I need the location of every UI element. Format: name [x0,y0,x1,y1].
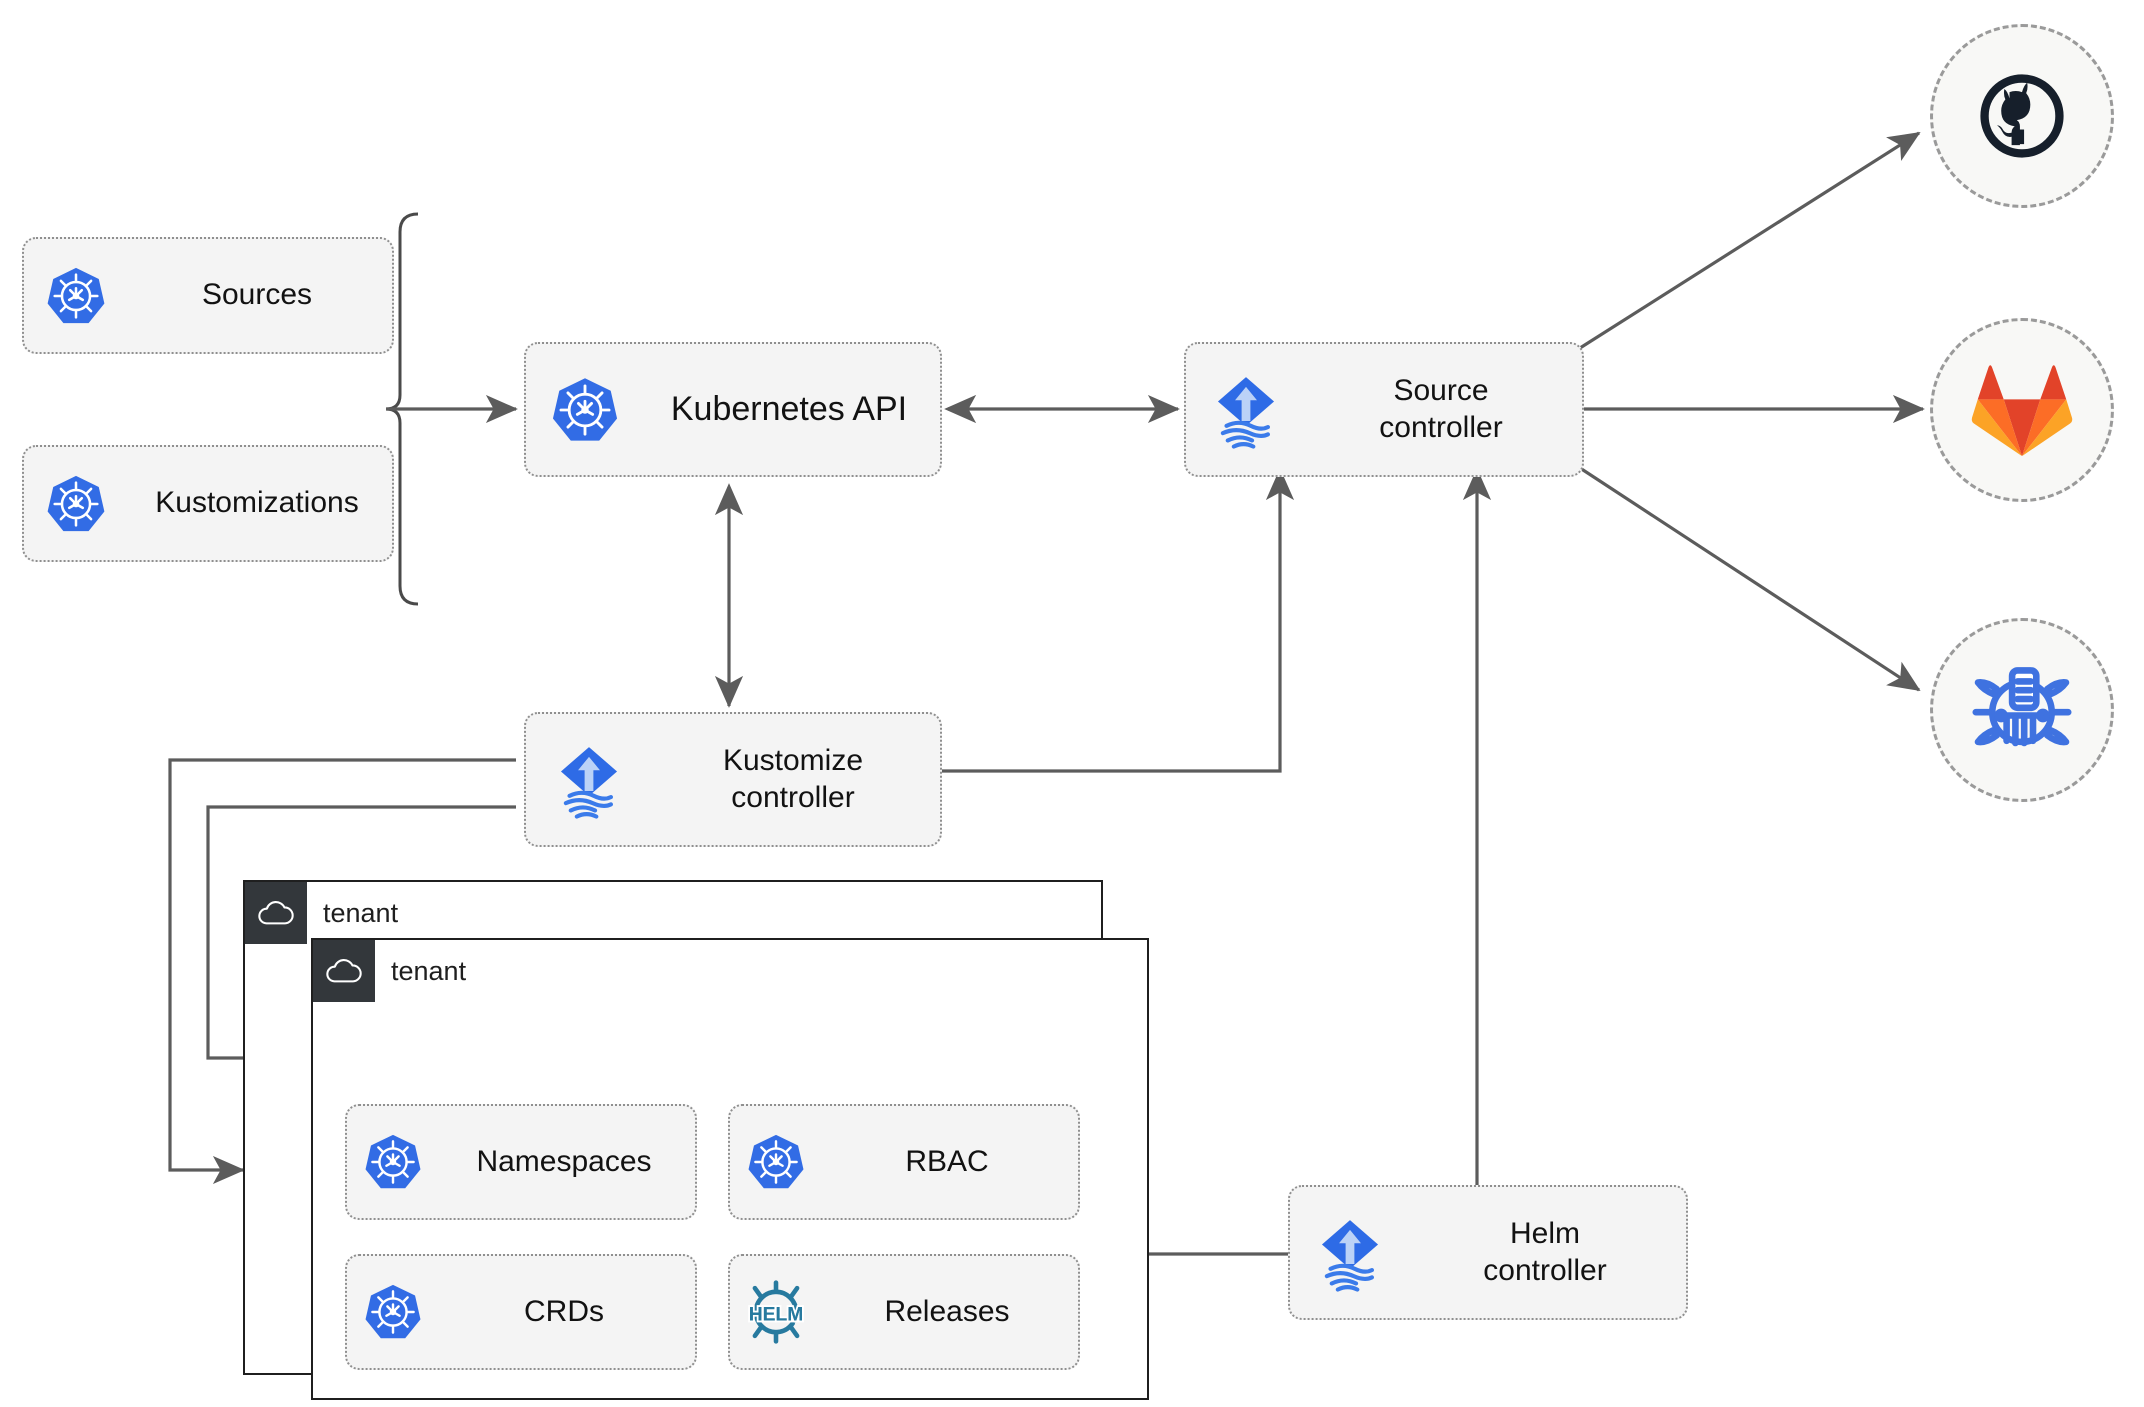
resource-crds[interactable]: CRDs [345,1254,697,1370]
kubernetes-icon [24,265,128,327]
node-label: Sources [201,278,313,312]
resource-label: CRDs [524,1294,604,1328]
resource-label: Namespaces [476,1144,652,1178]
integration-helm-registry[interactable] [1930,618,2114,802]
resource-label: RBAC [905,1144,989,1178]
flux-icon [1290,1214,1410,1292]
node-label: Kustomizations [155,486,359,520]
resource-rbac[interactable]: RBAC [728,1104,1080,1220]
resource-releases[interactable]: HELM HELM Releases [728,1254,1080,1370]
node-source-controller[interactable]: Source controller [1184,342,1584,477]
tenant-label: tenant [323,897,399,928]
node-kustomizations[interactable]: Kustomizations [22,445,394,562]
tenant-container-inner[interactable]: tenant Namespace [311,938,1149,1400]
node-kubernetes-api[interactable]: Kubernetes API [524,342,942,477]
helm-icon: HELM HELM [730,1279,822,1345]
kubernetes-icon [347,1282,439,1342]
helm-registry-icon [1972,667,2072,747]
node-label: Kubernetes API [670,389,908,428]
svg-text:HELM: HELM [749,1304,804,1325]
gitlab-icon [1971,365,2073,457]
flux-icon [526,741,652,819]
github-icon [1980,74,2064,158]
integration-github[interactable] [1930,24,2114,208]
flux-icon [1186,371,1306,449]
resource-namespaces[interactable]: Namespaces [345,1104,697,1220]
integration-gitlab[interactable] [1930,318,2114,502]
tenant-label: tenant [391,955,467,986]
cloud-icon [245,882,307,944]
resource-label: Releases [884,1294,1010,1328]
node-kustomize-controller[interactable]: Kustomize controller [524,712,942,847]
node-label: Kustomize controller [722,743,864,814]
svg-text:HELM: HELM [749,1304,804,1325]
kubernetes-icon [730,1132,822,1192]
kubernetes-icon [347,1132,439,1192]
kubernetes-icon [24,473,128,535]
cloud-icon [313,940,375,1002]
node-sources[interactable]: Sources [22,237,394,354]
node-label: Helm controller [1483,1216,1607,1287]
node-helm-controller[interactable]: Helm controller [1288,1185,1688,1320]
kubernetes-icon [526,375,644,445]
node-label: Source controller [1379,373,1503,444]
